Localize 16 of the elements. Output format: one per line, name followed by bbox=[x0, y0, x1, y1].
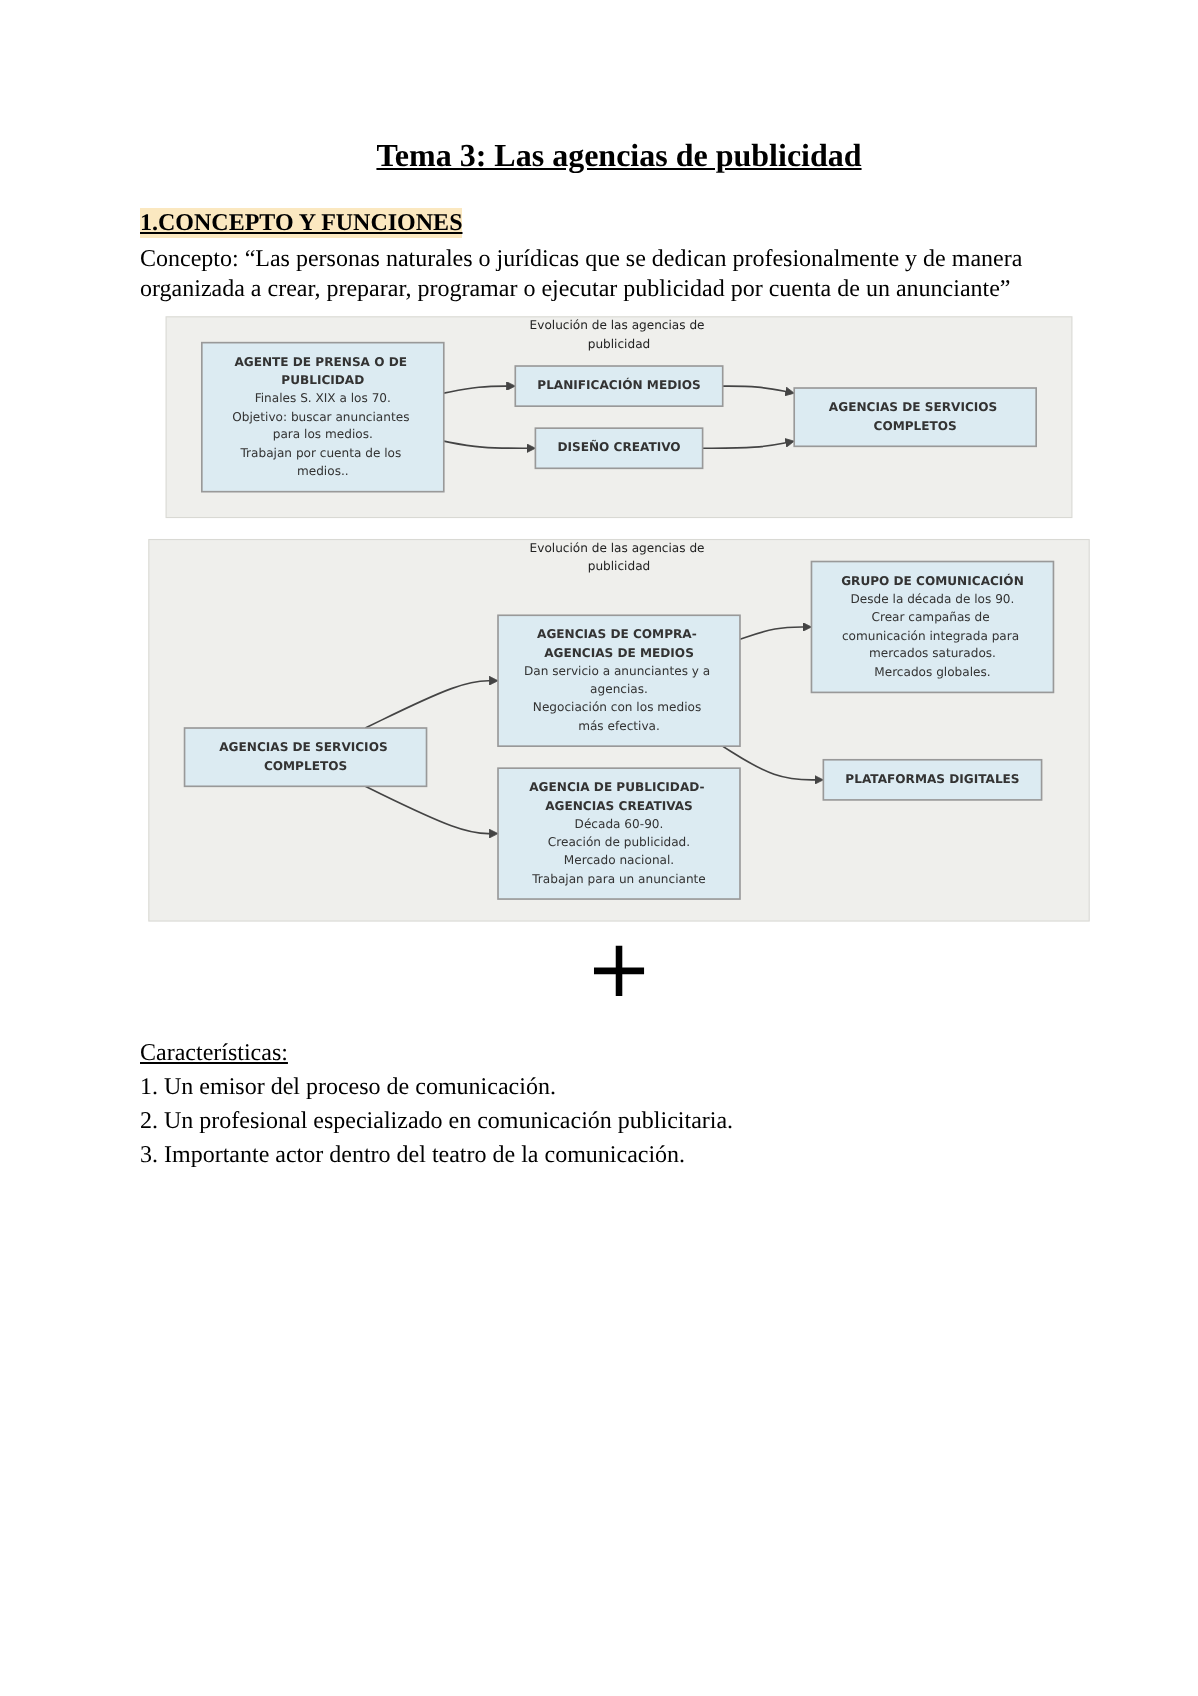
arrow bbox=[364, 675, 499, 729]
arrow bbox=[739, 622, 812, 641]
arrow bbox=[442, 440, 536, 454]
list-item: 3. Importante actor dentro del teatro de la comunicación. bbox=[140, 1139, 688, 1170]
list-item: 1. Un emisor del proceso de comunicación. bbox=[140, 1071, 558, 1102]
definition-text: Concepto: “Las personas naturales o jurídicas que se dedican profesionalmente y de manera organizada a crear, preparar, programar o ejecutar publicidad por cuenta de un anunciante” bbox=[140, 244, 1025, 304]
page-title: Tema 3: Las agencias de publicidad bbox=[374, 140, 864, 176]
arrow bbox=[721, 745, 824, 785]
arrow bbox=[442, 381, 516, 394]
list-heading: Características: bbox=[140, 1037, 290, 1068]
plus-sign: + bbox=[583, 929, 655, 1010]
list-item: 2. Un profesional especializado en comunicación publicitaria. bbox=[140, 1105, 736, 1136]
arrow bbox=[721, 385, 795, 397]
arrow bbox=[701, 438, 795, 450]
section-heading: 1.CONCEPTO Y FUNCIONES bbox=[140, 208, 463, 238]
arrow bbox=[364, 785, 499, 839]
